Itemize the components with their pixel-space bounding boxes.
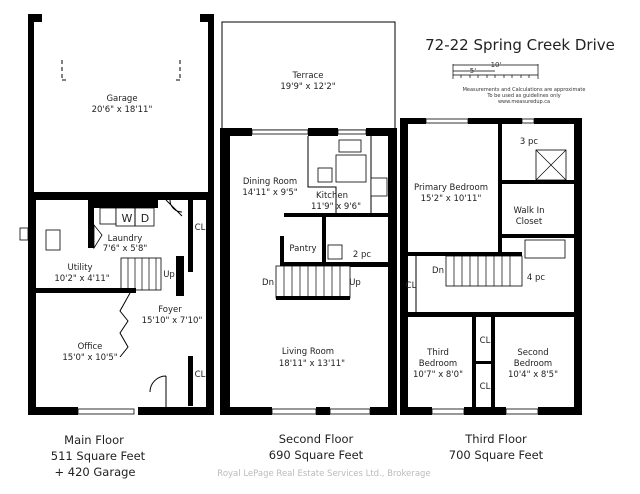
room-terrace: Terrace: [292, 71, 324, 81]
room-size: 18'11" x 13'11": [279, 359, 345, 369]
stairs-down-label: Dn: [432, 266, 444, 276]
room-2pc-bath: 2 pc: [353, 250, 372, 260]
room-size: 11'9" x 9'6": [311, 202, 361, 212]
room-office: Office: [78, 342, 103, 352]
stairs-up-label: Up: [349, 278, 361, 288]
room-kitchen: Kitchen: [316, 191, 348, 201]
room-laundry: Laundry: [108, 234, 143, 244]
property-address: 72-22 Spring Creek Drive: [425, 36, 615, 54]
floor-name: Second Floor: [279, 432, 354, 446]
room-size: 15'2" x 10'11": [421, 194, 482, 204]
room-pantry: Pantry: [289, 244, 316, 254]
closet-label: CL: [480, 336, 491, 346]
room-size: 15'10" x 7'10": [142, 316, 203, 326]
stairs-up-label: Up: [163, 270, 175, 280]
website-text: www.measuredup.ca: [498, 99, 550, 105]
room-walk-in-closet-line2: Closet: [516, 217, 543, 227]
room-utility: Utility: [67, 263, 92, 273]
room-garage: Garage: [106, 94, 137, 104]
dryer-label: D: [141, 212, 149, 225]
floor-area: 700 Square Feet: [449, 448, 544, 462]
room-walk-in-closet: Walk In: [514, 206, 545, 216]
room-size: 10'7" x 8'0": [413, 370, 463, 380]
disclaimer-line: To be used as guidelines only: [486, 93, 560, 99]
room-size: 19'9" x 12'2": [280, 82, 335, 92]
second-floor-plan: [220, 21, 397, 415]
garage-area: + 420 Garage: [54, 465, 135, 479]
room-second-bedroom-line2: Bedroom: [514, 359, 552, 369]
scale-label-10: 10': [491, 61, 502, 69]
room-size: 10'2" x 4'11": [54, 274, 109, 284]
room-second-bedroom: Second: [517, 348, 548, 358]
room-foyer: Foyer: [158, 305, 182, 315]
room-size: 15'0" x 10'5": [62, 353, 117, 363]
scale-bar: 10' 5': [452, 61, 539, 79]
closet-label: CL: [195, 370, 206, 380]
room-dining: Dining Room: [243, 177, 297, 187]
room-third-bedroom: Third: [426, 348, 449, 358]
floor-name: Main Floor: [64, 433, 124, 447]
closet-label: CL: [406, 281, 417, 291]
room-size: 20'6" x 18'11": [92, 105, 153, 115]
closet-label: CL: [480, 382, 491, 392]
room-primary-bedroom: Primary Bedroom: [414, 183, 488, 193]
floor-area: 511 Square Feet: [51, 449, 146, 463]
room-size: 7'6" x 5'8": [103, 244, 148, 254]
room-size: 10'4" x 8'5": [508, 370, 558, 380]
room-living: Living Room: [282, 347, 334, 357]
stairs-down-label: Dn: [262, 278, 274, 288]
room-third-bedroom-line2: Bedroom: [419, 359, 457, 369]
third-floor-plan: [400, 118, 582, 415]
room-3pc-bath: 3 pc: [520, 137, 539, 147]
disclaimer-line: Measurements and Calculations are approx…: [463, 87, 586, 93]
floor-area: 690 Square Feet: [269, 448, 364, 462]
room-size: 14'11" x 9'5": [242, 188, 297, 198]
scale-label-5: 5': [470, 67, 476, 75]
watermark: Royal LePage Real Estate Services Ltd., …: [217, 469, 430, 479]
floor-name: Third Floor: [464, 432, 527, 446]
room-4pc-bath: 4 pc: [527, 273, 546, 283]
main-floor-plan: [19, 14, 214, 415]
washer-label: W: [122, 212, 133, 225]
closet-label: CL: [195, 223, 206, 233]
